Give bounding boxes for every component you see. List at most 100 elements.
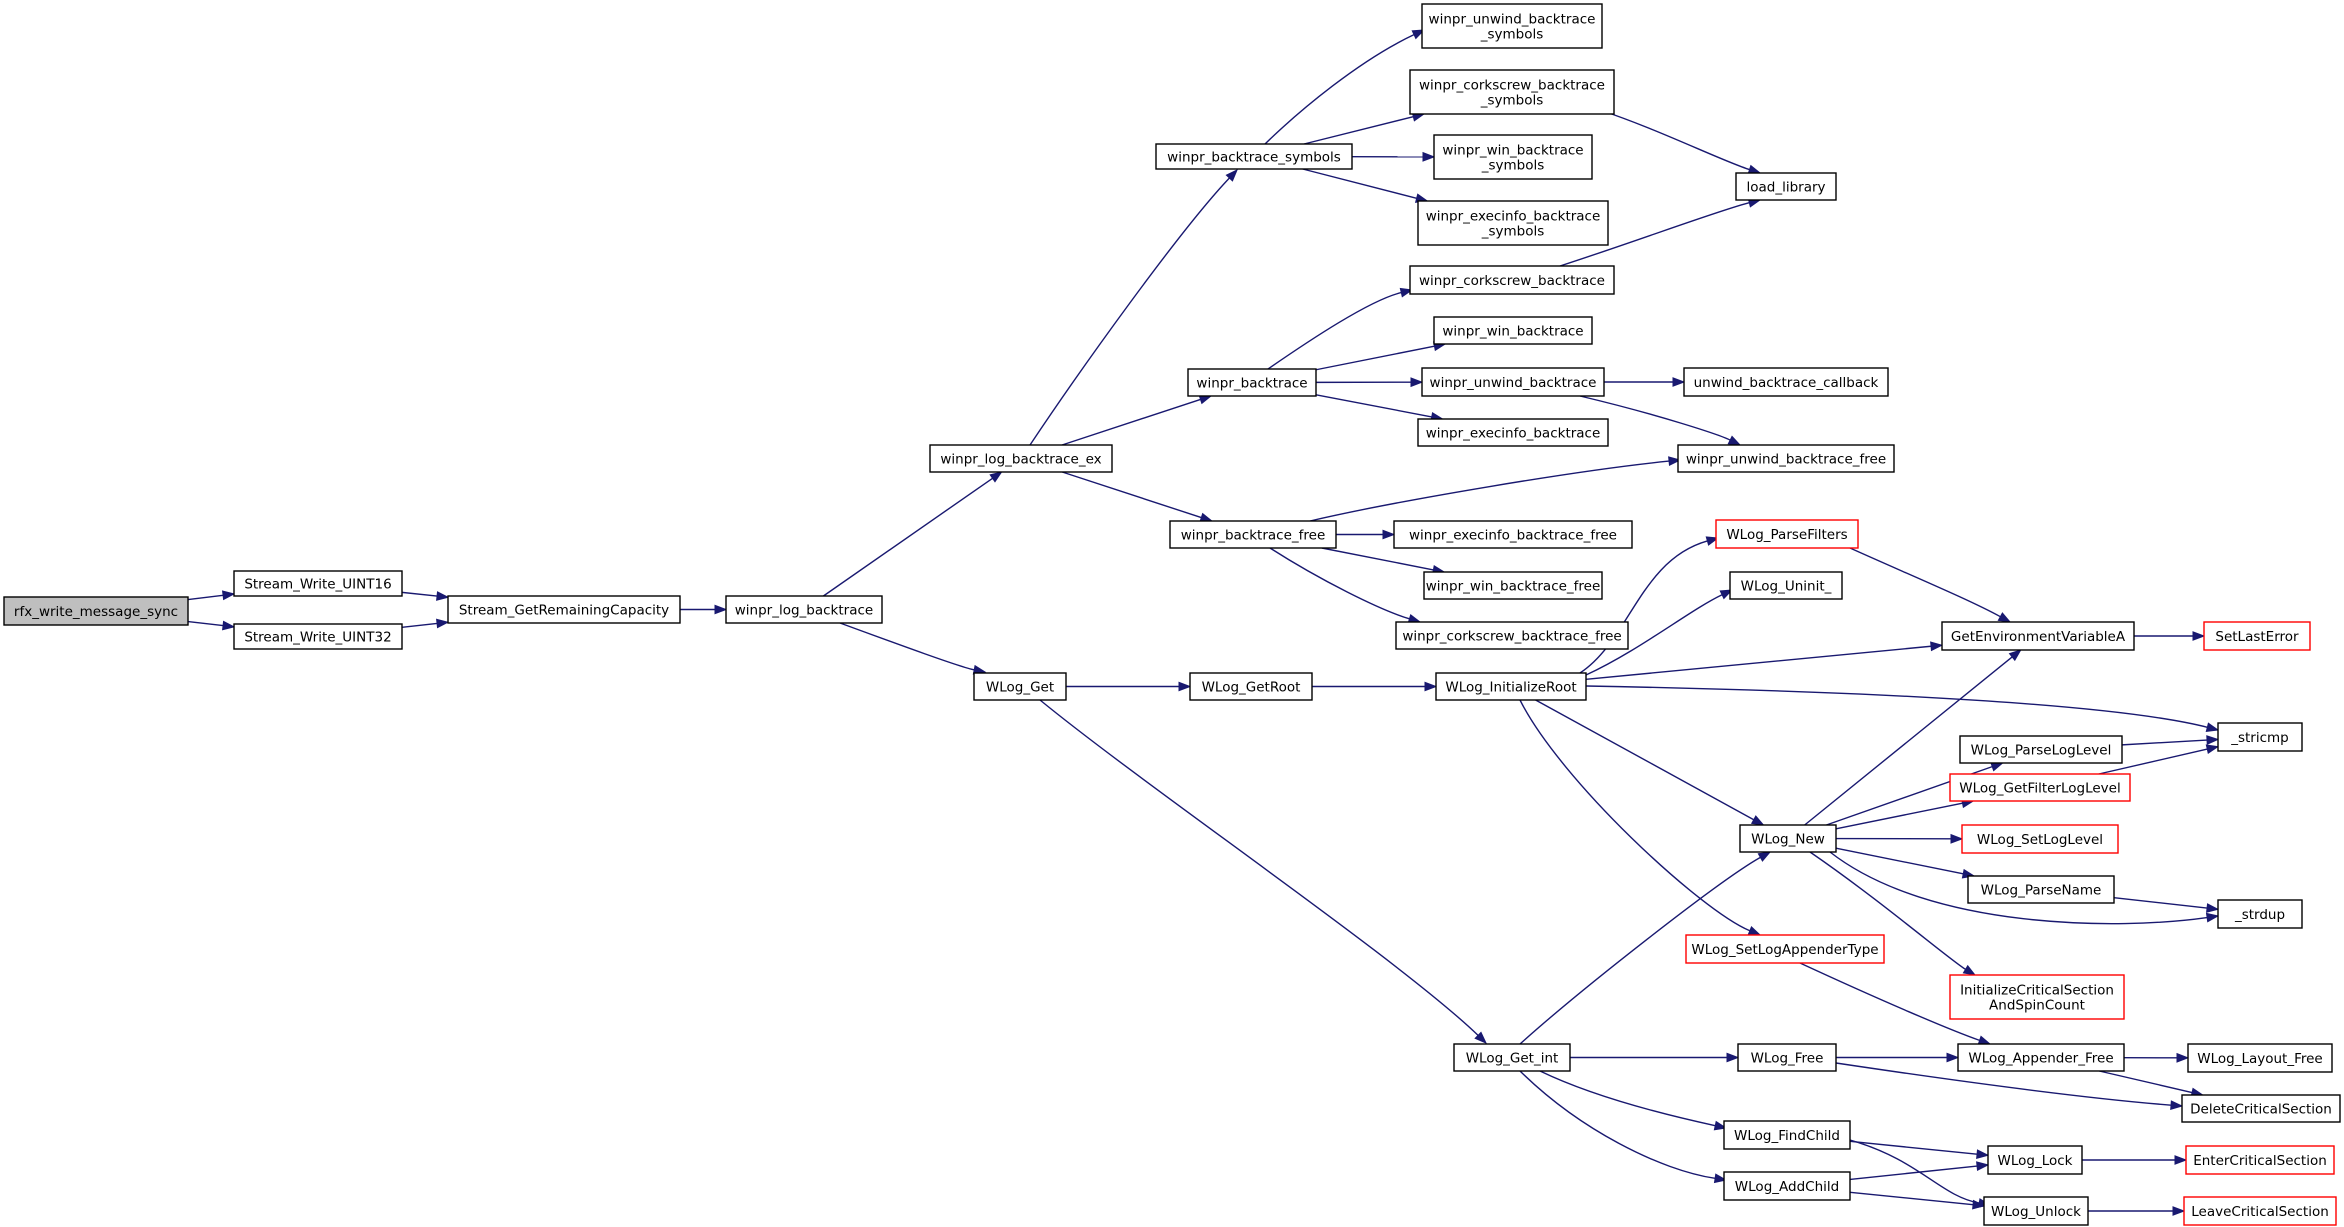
function-node-box[interactable]	[2183, 1196, 2337, 1226]
function-node-box[interactable]	[1423, 571, 1603, 600]
function-node-stream-write-uint16[interactable]: Stream_Write_UINT16	[233, 570, 403, 597]
function-node-wlog-free[interactable]: WLog_Free	[1737, 1043, 1837, 1072]
function-node--stricmp[interactable]: _stricmp	[2217, 722, 2303, 752]
function-node-wlog-get-int[interactable]: WLog_Get_int	[1453, 1043, 1571, 1072]
function-node-box[interactable]	[1421, 367, 1605, 397]
function-node-box[interactable]	[973, 672, 1067, 701]
function-node-box[interactable]	[1723, 1120, 1851, 1150]
function-node-box[interactable]	[1957, 1043, 2125, 1072]
function-node-box[interactable]	[3, 596, 189, 626]
function-node-entercriticalsection[interactable]: EnterCriticalSection	[2185, 1145, 2335, 1175]
function-node-wlog-setlogappendertype[interactable]: WLog_SetLogAppenderType	[1685, 934, 1885, 964]
function-node-winpr-unwind-backtrace[interactable]: winpr_unwind_backtrace	[1421, 367, 1605, 397]
function-node-box[interactable]	[1155, 143, 1353, 170]
function-node-load-library[interactable]: load_library	[1735, 172, 1837, 201]
function-node-winpr-win-backtrace-symbols[interactable]: winpr_win_backtrace_symbols	[1433, 134, 1593, 180]
function-node-wlog-parsename[interactable]: WLog_ParseName	[1967, 875, 2115, 904]
function-node-winpr-backtrace[interactable]: winpr_backtrace	[1187, 368, 1317, 397]
function-node-stream-write-uint32[interactable]: Stream_Write_UINT32	[233, 623, 403, 650]
function-node-box[interactable]	[1959, 735, 2123, 764]
function-node-box[interactable]	[2203, 621, 2311, 651]
function-node-box[interactable]	[2217, 899, 2303, 929]
function-node-box[interactable]	[1715, 519, 1859, 549]
function-node-box[interactable]	[1417, 418, 1609, 447]
function-node-box[interactable]	[1961, 824, 2119, 854]
function-node-box[interactable]	[2217, 722, 2303, 752]
function-node-box[interactable]	[1433, 134, 1593, 180]
function-node-wlog-layout-free[interactable]: WLog_Layout_Free	[2187, 1043, 2333, 1073]
function-node--strdup[interactable]: _strdup	[2217, 899, 2303, 929]
function-node-winpr-corkscrew-backtrace-symbols[interactable]: winpr_corkscrew_backtrace_symbols	[1409, 69, 1615, 115]
function-node-winpr-corkscrew-backtrace-free[interactable]: winpr_corkscrew_backtrace_free	[1395, 621, 1629, 650]
function-node-box[interactable]	[1685, 934, 1885, 964]
function-node-box[interactable]	[1417, 200, 1609, 246]
function-node-box[interactable]	[2181, 1094, 2341, 1123]
function-node-wlog-parseloglevel[interactable]: WLog_ParseLogLevel	[1959, 735, 2123, 764]
function-node-winpr-execinfo-backtrace-free[interactable]: winpr_execinfo_backtrace_free	[1393, 520, 1633, 549]
function-node-box[interactable]	[1453, 1043, 1571, 1072]
function-node-box[interactable]	[1735, 172, 1837, 201]
function-node-box[interactable]	[1189, 672, 1313, 701]
function-node-box[interactable]	[1433, 316, 1593, 345]
function-node-box[interactable]	[1169, 520, 1337, 549]
function-node-box[interactable]	[1941, 621, 2135, 651]
function-node-winpr-log-backtrace-ex[interactable]: winpr_log_backtrace_ex	[929, 444, 1113, 473]
function-node-box[interactable]	[2187, 1043, 2333, 1073]
function-node-winpr-backtrace-free[interactable]: winpr_backtrace_free	[1169, 520, 1337, 549]
function-node-wlog-get[interactable]: WLog_Get	[973, 672, 1067, 701]
function-node-winpr-unwind-backtrace-free[interactable]: winpr_unwind_backtrace_free	[1677, 444, 1895, 473]
function-node-box[interactable]	[1187, 368, 1317, 397]
function-node-box[interactable]	[1393, 520, 1633, 549]
function-node-box[interactable]	[1683, 367, 1889, 397]
function-node-wlog-parsefilters[interactable]: WLog_ParseFilters	[1715, 519, 1859, 549]
function-node-box[interactable]	[1737, 1043, 1837, 1072]
function-node-getenvironmentvariablea[interactable]: GetEnvironmentVariableA	[1941, 621, 2135, 651]
function-node-wlog-getroot[interactable]: WLog_GetRoot	[1189, 672, 1313, 701]
function-node-box[interactable]	[1983, 1196, 2089, 1226]
function-node-winpr-execinfo-backtrace[interactable]: winpr_execinfo_backtrace	[1417, 418, 1609, 447]
function-node-winpr-execinfo-backtrace-symbols[interactable]: winpr_execinfo_backtrace_symbols	[1417, 200, 1609, 246]
function-node-box[interactable]	[447, 595, 681, 624]
function-node-wlog-getfilterloglevel[interactable]: WLog_GetFilterLogLevel	[1949, 773, 2131, 802]
function-node-box[interactable]	[1949, 773, 2131, 802]
function-node-box[interactable]	[1409, 265, 1615, 295]
function-node-box[interactable]	[1677, 444, 1895, 473]
function-node-box[interactable]	[1739, 824, 1837, 853]
function-node-box[interactable]	[1395, 621, 1629, 650]
function-node-box[interactable]	[1949, 974, 2125, 1020]
function-node-box[interactable]	[1421, 3, 1603, 49]
function-node-stream-getremainingcapacity[interactable]: Stream_GetRemainingCapacity	[447, 595, 681, 624]
function-node-wlog-lock[interactable]: WLog_Lock	[1987, 1145, 2083, 1175]
function-node-winpr-log-backtrace[interactable]: winpr_log_backtrace	[725, 595, 883, 624]
function-node-winpr-unwind-backtrace-symbols[interactable]: winpr_unwind_backtrace_symbols	[1421, 3, 1603, 49]
function-node-box[interactable]	[1987, 1145, 2083, 1175]
function-node-winpr-win-backtrace[interactable]: winpr_win_backtrace	[1433, 316, 1593, 345]
function-node-box[interactable]	[233, 623, 403, 650]
function-node-rfx-write-message-sync[interactable]: rfx_write_message_sync	[3, 596, 189, 626]
function-node-box[interactable]	[1435, 672, 1587, 701]
function-node-box[interactable]	[1967, 875, 2115, 904]
function-node-wlog-setloglevel[interactable]: WLog_SetLogLevel	[1961, 824, 2119, 854]
function-node-winpr-corkscrew-backtrace[interactable]: winpr_corkscrew_backtrace	[1409, 265, 1615, 295]
function-node-box[interactable]	[725, 595, 883, 624]
function-node-winpr-win-backtrace-free[interactable]: winpr_win_backtrace_free	[1423, 571, 1603, 600]
function-node-box[interactable]	[2185, 1145, 2335, 1175]
function-node-wlog-initializeroot[interactable]: WLog_InitializeRoot	[1435, 672, 1587, 701]
function-node-wlog-unlock[interactable]: WLog_Unlock	[1983, 1196, 2089, 1226]
function-node-setlasterror[interactable]: SetLastError	[2203, 621, 2311, 651]
function-node-wlog-uninit-[interactable]: WLog_Uninit_	[1729, 571, 1843, 600]
function-node-box[interactable]	[929, 444, 1113, 473]
function-node-wlog-addchild[interactable]: WLog_AddChild	[1723, 1171, 1851, 1201]
function-node-box[interactable]	[233, 570, 403, 597]
function-node-deletecriticalsection[interactable]: DeleteCriticalSection	[2181, 1094, 2341, 1123]
function-node-wlog-new[interactable]: WLog_New	[1739, 824, 1837, 853]
function-node-box[interactable]	[1409, 69, 1615, 115]
function-node-leavecriticalsection[interactable]: LeaveCriticalSection	[2183, 1196, 2337, 1226]
function-node-wlog-appender-free[interactable]: WLog_Appender_Free	[1957, 1043, 2125, 1072]
function-node-winpr-backtrace-symbols[interactable]: winpr_backtrace_symbols	[1155, 143, 1353, 170]
function-node-box[interactable]	[1729, 571, 1843, 600]
function-node-wlog-findchild[interactable]: WLog_FindChild	[1723, 1120, 1851, 1150]
function-node-box[interactable]	[1723, 1171, 1851, 1201]
function-node-unwind-backtrace-callback[interactable]: unwind_backtrace_callback	[1683, 367, 1889, 397]
